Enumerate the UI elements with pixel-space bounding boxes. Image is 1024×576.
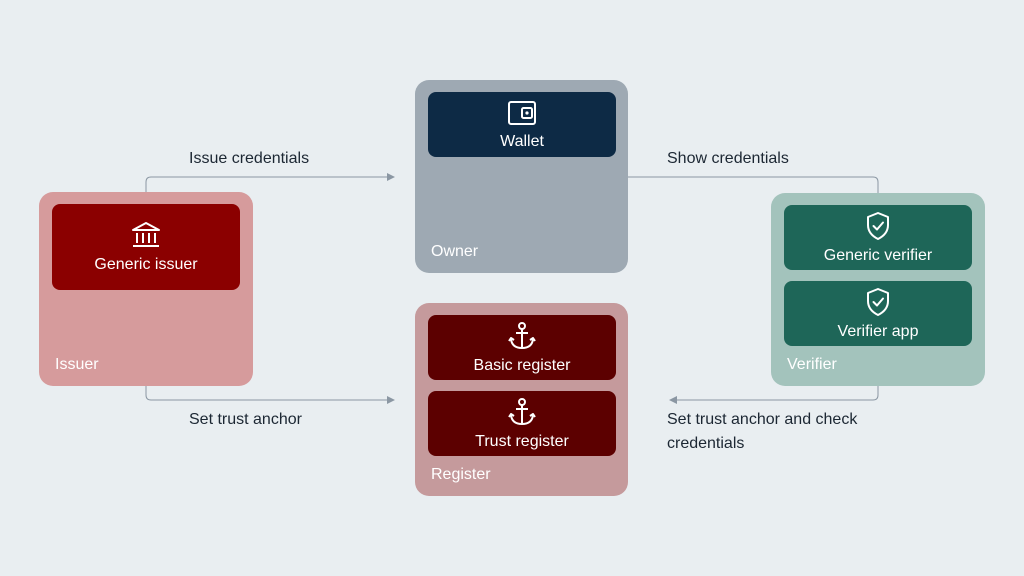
set-trust-anchor-arrow: [145, 386, 395, 404]
register-group: Basic register Trust register Register: [415, 303, 628, 496]
issue-credentials-arrow: [145, 173, 395, 192]
anchor-icon: [507, 397, 537, 427]
issuer-group: Generic issuer Issuer: [39, 192, 253, 386]
generic-verifier-card[interactable]: Generic verifier: [784, 205, 972, 270]
wallet-label: Wallet: [500, 132, 544, 150]
generic-verifier-label: Generic verifier: [823, 246, 933, 264]
show-credentials-connector: [628, 176, 879, 193]
shield-check-icon: [865, 287, 891, 317]
owner-group: Wallet Owner: [415, 80, 628, 273]
wallet-card[interactable]: Wallet: [428, 92, 616, 157]
trust-register-label: Trust register: [475, 432, 569, 450]
verifier-app-label: Verifier app: [837, 322, 919, 340]
bank-icon: [131, 220, 161, 250]
issuer-group-label: Issuer: [55, 356, 99, 373]
anchor-icon: [507, 321, 537, 351]
register-group-label: Register: [431, 466, 491, 483]
generic-issuer-label: Generic issuer: [94, 256, 198, 273]
shield-check-icon: [865, 211, 891, 241]
trust-register-card[interactable]: Trust register: [428, 391, 616, 456]
show-credentials-label: Show credentials: [667, 150, 789, 167]
set-trust-anchor-check-arrow: [669, 386, 879, 404]
basic-register-label: Basic register: [473, 356, 571, 374]
set-trust-anchor-check-label: Set trust anchor and check credentials: [667, 411, 858, 452]
set-trust-anchor-label: Set trust anchor: [189, 411, 302, 428]
basic-register-card[interactable]: Basic register: [428, 315, 616, 380]
verifier-group-label: Verifier: [787, 356, 837, 373]
issue-credentials-label: Issue credentials: [189, 150, 310, 167]
verifier-group: Generic verifier Verifier app Verifier: [771, 193, 985, 386]
owner-group-label: Owner: [431, 243, 479, 260]
wallet-icon: [506, 99, 538, 127]
generic-issuer-card[interactable]: Generic issuer: [52, 204, 240, 290]
verifier-app-card[interactable]: Verifier app: [784, 281, 972, 346]
